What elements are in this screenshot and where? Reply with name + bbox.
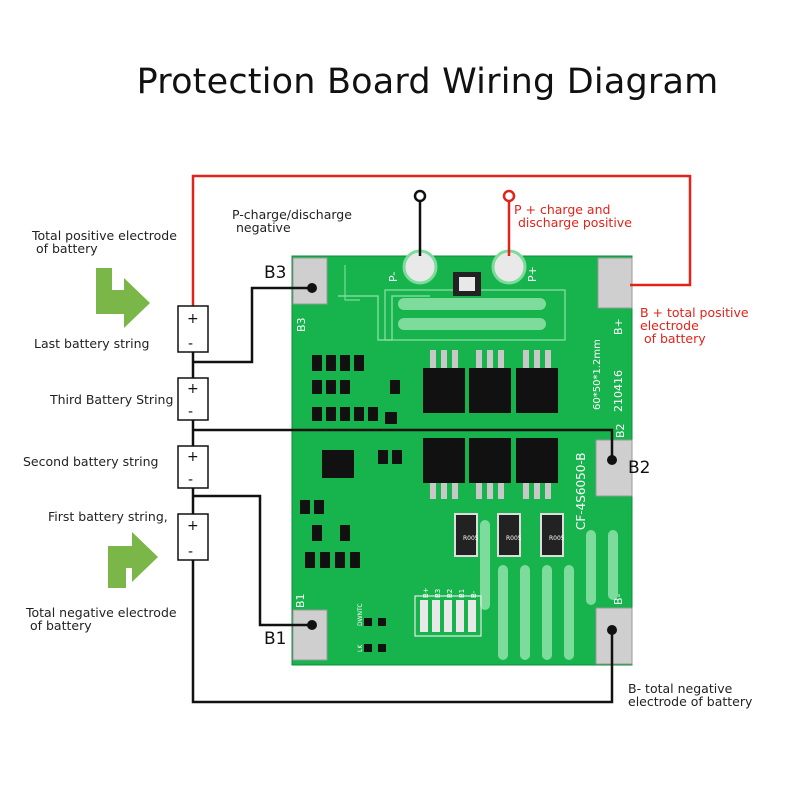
silk-b1: B1	[294, 593, 307, 608]
silk-p-minus: P-	[387, 272, 400, 282]
silk-b-minus: B-	[612, 593, 625, 605]
b2-label: B2	[628, 458, 651, 478]
b-plus-total-label: B + total positive electrode of battery	[640, 305, 749, 346]
cell-2-minus: -	[188, 472, 193, 488]
b-minus-dot	[607, 625, 617, 635]
b2-dot	[607, 455, 617, 465]
arrow-icon	[96, 268, 150, 328]
cell-1-minus: -	[188, 544, 193, 560]
third-string-label: Third Battery String	[50, 392, 174, 407]
resistor-mark-2: R005	[506, 535, 522, 542]
first-string-label: First battery string,	[48, 509, 168, 524]
total-negative-label: Total negative electrode of battery	[26, 605, 177, 633]
p-plus-terminal	[502, 189, 516, 203]
silk-date: 210416	[612, 370, 625, 412]
page-title: Protection Board Wiring Diagram	[136, 62, 719, 102]
silk-model: CF-4S6050-B	[574, 452, 588, 530]
header-pin-1: B+	[422, 587, 430, 598]
cell-3-plus: +	[187, 381, 199, 397]
silk-ntc: DWNTC	[357, 603, 364, 626]
silk-lk: LK	[357, 644, 364, 652]
header-pin-4: B1	[458, 589, 466, 598]
second-string-label: Second battery string	[23, 454, 159, 469]
battery-cell-2: + -	[177, 445, 209, 489]
b3-label: B3	[264, 263, 287, 283]
cell-4-plus: +	[187, 311, 199, 327]
battery-cell-1: + -	[177, 513, 209, 561]
b-minus-total-label: B- total negative electrode of battery	[628, 681, 753, 709]
arrow-icon	[108, 532, 158, 588]
p-plus-label: P + charge and discharge positive	[514, 202, 632, 230]
b3-dot	[307, 283, 317, 293]
cell-1-plus: +	[187, 518, 199, 534]
protection-board	[291, 249, 633, 666]
silk-b-plus: B+	[612, 318, 625, 335]
cell-2-plus: +	[187, 449, 199, 465]
resistor-mark-1: R005	[463, 535, 479, 542]
p-minus-label: P-charge/discharge negative	[232, 207, 352, 235]
silk-p-plus: P+	[526, 266, 539, 282]
battery-cell-3: + -	[177, 377, 209, 421]
red-wires	[191, 174, 692, 306]
p-minus-terminal	[413, 189, 427, 203]
header-pin-3: B2	[446, 589, 454, 598]
header-pin-2: B3	[434, 589, 442, 598]
black-wires	[191, 196, 614, 704]
header-pin-5: B-	[470, 590, 478, 598]
cell-4-minus: -	[188, 336, 193, 352]
b1-label: B1	[264, 629, 287, 649]
cell-3-minus: -	[188, 404, 193, 420]
silk-b2: B2	[614, 423, 627, 438]
resistor-mark-3: R005	[549, 535, 565, 542]
total-positive-label: Total positive electrode of battery	[32, 228, 177, 256]
b1-dot	[307, 620, 317, 630]
battery-cell-4: + -	[177, 305, 209, 353]
last-string-label: Last battery string	[34, 336, 150, 351]
silk-b3: B3	[295, 317, 308, 332]
silk-size: 60*50*1.2mm	[592, 339, 603, 410]
